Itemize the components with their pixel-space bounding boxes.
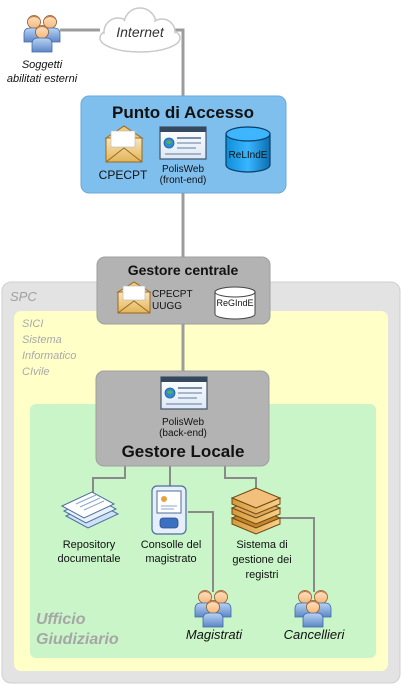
- registry-label-line1: Sistema di: [236, 539, 287, 551]
- console-label-line2: magistrato: [145, 553, 196, 565]
- magistrates-label: Magistrati: [186, 627, 243, 642]
- access-polisweb-label: PolisWeb: [162, 164, 204, 175]
- envelope-icon: [116, 281, 152, 314]
- repository-label-line1: Repository: [63, 539, 116, 551]
- office-label-line2: Giudiziario: [36, 631, 119, 648]
- access-frontend-label: (front-end): [160, 175, 207, 186]
- local-backend-label: (back-end): [159, 428, 207, 439]
- clerks-label: Cancellieri: [284, 627, 346, 642]
- repository-label-line2: documentale: [58, 553, 121, 565]
- database-icon: [214, 286, 256, 320]
- envelope-icon: [104, 125, 144, 163]
- access-cpecpt-label: CPECPT: [99, 168, 148, 182]
- sici-label: SICI Sistema Informatico CIvile: [22, 318, 76, 378]
- connector-registry-clerks: [280, 517, 315, 592]
- database-icon: [225, 126, 271, 173]
- central-manager-title: Gestore centrale: [128, 262, 239, 278]
- people-group-icon: [24, 16, 60, 53]
- web-window-icon: [159, 126, 207, 160]
- office-label-line1: Ufficio: [36, 611, 86, 628]
- sici-label-line2: Sistema: [22, 334, 62, 346]
- handheld-device-icon: [151, 485, 187, 535]
- web-window-icon: [160, 376, 208, 410]
- access-point-box: Punto di Accesso CPECPT PolisWeb (front-…: [80, 95, 287, 194]
- registry-label-line2: gestione dei: [232, 554, 291, 566]
- registry-label-line3: registri: [245, 569, 278, 581]
- sici-label-line1: SICI: [22, 318, 43, 330]
- local-connectors: [92, 466, 315, 592]
- external-subjects: Soggetti abilitati esterni: [7, 16, 78, 85]
- central-uugg-label: UUGG: [152, 301, 182, 312]
- clerks-group: Cancellieri: [284, 591, 346, 642]
- spc-label: SPC: [10, 289, 37, 304]
- console-label-line1: Consolle del: [141, 539, 202, 551]
- subjects-label-line2: abilitati esterni: [7, 73, 78, 85]
- central-cpecpt-label: CPECPT: [152, 289, 193, 300]
- sici-label-line3: Informatico: [22, 350, 76, 362]
- internet-cloud: Internet: [99, 7, 181, 53]
- reginde-label: ReGIndE: [216, 298, 253, 308]
- access-point-title: Punto di Accesso: [112, 103, 254, 122]
- local-polisweb-label: PolisWeb: [162, 417, 204, 428]
- local-manager-title: Gestore Locale: [122, 442, 245, 461]
- connector-local-registry: [224, 466, 257, 488]
- relinde-label: ReLIndE: [229, 150, 268, 161]
- connector-console-magistrates: [188, 511, 214, 592]
- magistrates-group: Magistrati: [186, 591, 243, 642]
- subjects-label-line1: Soggetti: [22, 59, 63, 71]
- central-manager-box: Gestore centrale CPECPT UUGG ReGIndE: [96, 256, 271, 325]
- internet-label: Internet: [116, 24, 165, 40]
- repository-component: Repository documentale: [58, 491, 121, 565]
- local-manager-box: PolisWeb (back-end) Gestore Locale: [95, 370, 270, 467]
- office-label: Ufficio Giudiziario: [36, 611, 119, 648]
- connector-local-repository: [92, 466, 126, 494]
- document-stack-icon: [60, 491, 120, 529]
- registry-component: Sistema di gestione dei registri: [230, 487, 292, 581]
- register-stack-icon: [230, 487, 282, 535]
- console-component: Consolle del magistrato: [141, 485, 202, 565]
- office-region: [30, 404, 376, 658]
- sici-label-line4: CIvile: [22, 366, 50, 378]
